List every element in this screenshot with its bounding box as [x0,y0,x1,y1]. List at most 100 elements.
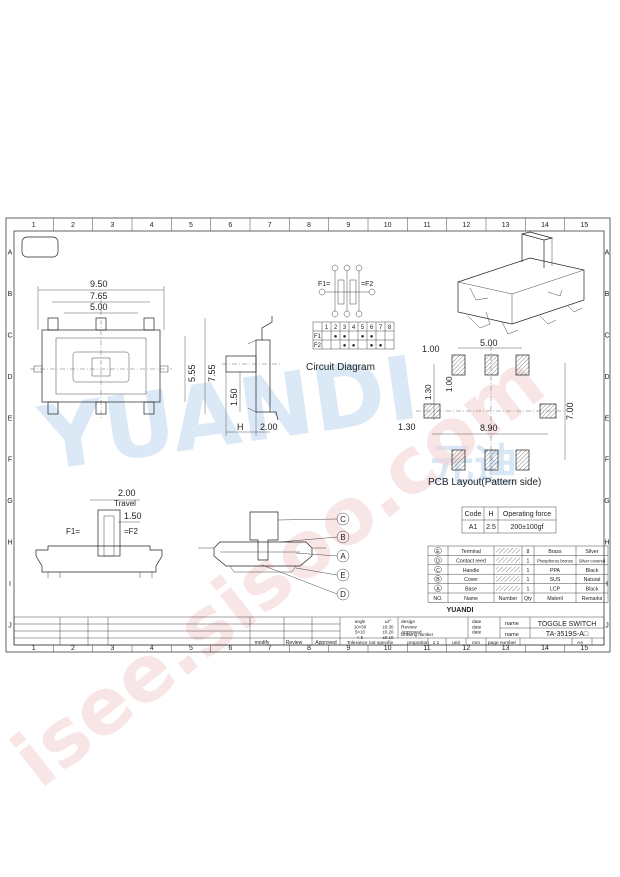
bom-header-cell: Number [499,596,518,602]
column-label-bottom: 13 [502,645,510,652]
circuit-terminal-number: 7 [379,325,383,331]
tolerance-value: ±2° [385,619,392,624]
row-label-right: E [605,415,610,422]
row-label-right: H [604,540,609,547]
dim-h-side: H [237,422,244,432]
section-callout-label: E [340,571,345,580]
circuit-dot: ● [370,334,374,340]
tolerance-range: angle [355,619,366,624]
title-bottom-label: Approved [315,640,337,646]
circuit-terminal-number: 8 [388,325,392,331]
circuit-dot: ● [343,334,347,340]
circuit-dot: ● [379,343,383,349]
tolerance-note: Tolerance not specifie [347,640,394,646]
pcb-dim-1-00: 1.00 [422,344,440,354]
pcb-layout: 1.00 5.00 1.30 1.00 1.30 8.90 7.00 PCB L… [398,338,575,488]
section-callout-circle [336,568,350,582]
column-label-top: 6 [228,222,232,229]
dim-7-65: 7.65 [90,291,108,301]
section-callout-circle [336,530,350,544]
column-label-bottom: 8 [307,645,311,652]
dim-9-50: 9.50 [90,279,108,289]
force-table-cell: A1 [469,524,478,531]
column-label-top: 4 [150,222,154,229]
bom-cell: Handle [463,568,480,574]
title-footer-cell: 1:1 [433,640,440,646]
bom-callout-circle [434,547,442,555]
pcb-dim-5-00: 5.00 [480,338,498,348]
bom-cell: C [436,568,440,574]
column-label-top: 8 [307,222,311,229]
bom-header-cell: NO. [433,596,442,602]
side-view: 1.50 2.00 H [222,316,282,436]
tolerance-value: ±0.30 [383,624,395,629]
circuit-dot: ● [334,334,338,340]
section-callout-label: B [340,533,345,542]
column-label-bottom: 15 [580,645,588,652]
dim-5-00: 5.00 [90,302,108,312]
column-label-bottom: 2 [71,645,75,652]
circuit-dot: ● [343,343,347,349]
column-label-bottom: 5 [189,645,193,652]
title-footer-cell: page number [488,640,517,646]
column-label-bottom: 11 [423,645,430,652]
force-table-header: H [488,511,493,518]
bom-cell: 1 [527,568,530,574]
row-label-left: B [8,291,13,298]
travel-dim-2-00: 2.00 [118,488,136,498]
bom-cell: SUS [550,577,561,583]
travel-dim-1-50: 1.50 [124,511,142,521]
pcb-title: PCB Layout(Pattern side) [428,477,541,488]
section-callout-circle [336,512,350,526]
bom-cell: Silver covered [579,558,606,563]
bom-number-hatch [496,548,520,554]
bom-cell: 1 [527,577,530,583]
sign-row-date: date [472,624,482,630]
bom-cell: Silver [586,549,599,555]
bom-callout-circle [434,565,442,574]
row-label-right: A [605,250,610,257]
row-label-left: H [7,540,12,547]
circuit-f2-side: =F2 [361,281,373,288]
tolerance-range: 5<10 [355,630,365,635]
pcb-dim-8-90: 8.90 [480,423,498,433]
row-label-right: F [605,457,609,464]
row-label-right: J [605,622,609,629]
section-callout-circle [336,549,350,563]
isometric-view [457,231,585,335]
force-table-cell: 200±100gf [510,524,543,531]
title-footer-cell: unit [452,640,460,646]
circuit-terminal-number: 5 [361,325,365,331]
circuit-terminal-number: 1 [325,325,329,331]
bom-header-cell: Materil [547,596,563,602]
revision-tag-box [21,236,59,258]
bom-callout-circle [434,584,442,592]
product-name: TOGGLE SWITCH [538,621,597,628]
circuit-terminal-number: 6 [370,325,374,331]
dim-7-55: 7.55 [207,364,217,382]
column-label-top: 3 [110,222,114,229]
column-label-bottom: 12 [462,645,470,652]
watermark-chinese-text: 元迪 [430,440,518,491]
column-label-bottom: 10 [384,645,392,652]
circuit-f1-side: F1= [318,281,330,288]
pcb-dim-7-00: 7.00 [565,402,575,420]
row-label-right: I [606,581,608,588]
top-view: 9.50 7.65 5.00 5.55 7.55 [30,279,217,420]
tolerance-value: ±0.10 [383,635,395,640]
column-label-top: 12 [462,222,470,229]
section-callout-label: D [340,590,346,599]
circuit-terminal-number: 3 [343,325,347,331]
travel-label: Travel [114,499,136,508]
bom-cell: E [436,549,440,555]
force-table-header: Operating force [503,511,551,518]
column-label-top: 2 [71,222,75,229]
column-label-bottom: 1 [32,645,36,652]
tolerance-range: 10<30 [354,624,367,629]
section-callout-label: C [340,515,346,524]
